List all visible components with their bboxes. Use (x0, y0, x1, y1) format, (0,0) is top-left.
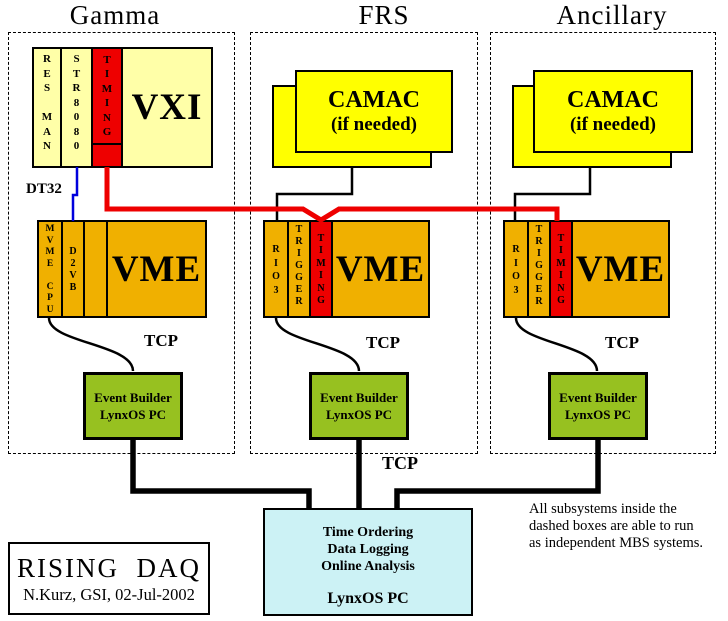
central-os-label: LynxOS PC (327, 590, 409, 607)
ancillary-event-builder-line1: Event Builder (559, 390, 637, 405)
frs-vme-crate-label: VME (335, 248, 426, 290)
gamma-event-builder-line2: LynxOS PC (99, 407, 167, 422)
ancillary-vme-slot-rio3-label: R I O 3 (512, 244, 520, 296)
ancillary-vme-crate: R I O 3 T R I G G E R T I M I N G VME (503, 220, 670, 318)
gamma-vme-slot-d2vb-label: D 2 V B (69, 246, 77, 293)
ancillary-camac-label: CAMAC (567, 87, 659, 113)
ancillary-tcp-label: TCP (605, 333, 639, 352)
frs-vme-crate: R I O 3 T R I G G E R T I M I N G VME (263, 220, 430, 318)
mbs-note-line1: All subsystems inside the (529, 501, 677, 517)
column-title-ancillary: Ancillary (556, 0, 668, 30)
gamma-vme-crate: M V M E C P U D 2 V B VME (37, 220, 207, 318)
central-tcp-label: TCP (382, 453, 418, 473)
dt32-label: DT32 (26, 181, 62, 197)
frs-vme-slot-timing-label: T I M I N G (316, 232, 326, 307)
diagram-author-date: N.Kurz, GSI, 02-Jul-2002 (23, 584, 195, 604)
frs-vme-slot-rio3: R I O 3 (265, 222, 289, 316)
frs-vme-slot-rio3-label: R I O 3 (272, 244, 280, 296)
ancillary-vme-slot-trigger-label: T R I G G E R (535, 224, 543, 307)
gamma-event-builder-line1: Event Builder (94, 390, 172, 405)
vxi-slot-str8080: S T R 8 0 8 0 (62, 49, 93, 166)
frs-vme-slot-timing: T I M I N G (311, 222, 333, 316)
vxi-crate-label: VXI (131, 87, 203, 128)
vxi-slot-timing: T I M I N G (93, 49, 123, 166)
central-task-2: Data Logging (327, 542, 409, 557)
gamma-vxi-crate: R E S M A N S T R 8 0 8 0 T I M I N G VX… (32, 47, 213, 168)
mbs-note: All subsystems inside the dashed boxes a… (529, 501, 719, 552)
vxi-slot-res-man-label: R E S M A N (41, 53, 53, 152)
central-analysis-pc: Time Ordering Data Logging Online Analys… (263, 508, 473, 616)
frs-camac-label: CAMAC (328, 87, 420, 113)
frs-tcp-label: TCP (366, 333, 400, 352)
gamma-event-builder: Event Builder LynxOS PC (83, 372, 183, 440)
title-stamp-box: RISING DAQ N.Kurz, GSI, 02-Jul-2002 (8, 542, 210, 615)
frs-subsystem-box (250, 32, 478, 454)
central-task-3: Online Analysis (321, 559, 415, 574)
diagram-title: RISING DAQ (17, 552, 201, 583)
gamma-subsystem-box (8, 32, 235, 454)
mbs-note-line3: as independent MBS systems. (529, 535, 703, 551)
ancillary-vme-slot-rio3: R I O 3 (505, 222, 529, 316)
vxi-timing-connector-module (93, 143, 121, 166)
column-title-frs: FRS (358, 0, 410, 30)
gamma-tcp-label: TCP (144, 331, 178, 350)
mbs-note-line2: dashed boxes are able to run (529, 518, 694, 534)
gamma-vme-slot-d2vb: D 2 V B (63, 222, 85, 316)
gamma-vme-slot-mvme-cpu: M V M E C P U (39, 222, 63, 316)
frs-event-builder: Event Builder LynxOS PC (309, 372, 409, 440)
vxi-slot-str8080-label: S T R 8 0 8 0 (72, 53, 81, 152)
ancillary-camac-crate: CAMAC (if needed) (533, 70, 693, 153)
ancillary-vme-slot-timing-label: T I M I N G (556, 232, 566, 307)
column-title-gamma: Gamma (69, 0, 161, 30)
vxi-slot-res-man: R E S M A N (34, 49, 62, 166)
central-task-1: Time Ordering (322, 525, 414, 540)
frs-event-builder-line1: Event Builder (320, 390, 398, 405)
frs-camac-crate: CAMAC (if needed) (295, 70, 453, 153)
ancillary-vme-crate-label: VME (575, 248, 666, 290)
ancillary-vme-slot-timing: T I M I N G (551, 222, 573, 316)
frs-vme-slot-trigger-label: T R I G G E R (295, 224, 303, 307)
ancillary-camac-sublabel: (if needed) (569, 114, 656, 135)
ancillary-subsystem-box (490, 32, 716, 454)
gamma-vme-slot-empty (85, 222, 108, 316)
vxi-slot-timing-label: T I M I N G (101, 53, 113, 139)
ancillary-event-builder-line2: LynxOS PC (564, 407, 632, 422)
ancillary-vme-slot-trigger: T R I G G E R (529, 222, 551, 316)
gamma-vme-slot-mvme-cpu-label: M V M E C P U (45, 224, 55, 315)
gamma-vme-crate-label: VME (111, 248, 202, 290)
ancillary-event-builder: Event Builder LynxOS PC (548, 372, 648, 440)
frs-camac-sublabel: (if needed) (330, 114, 417, 135)
frs-vme-slot-trigger: T R I G G E R (289, 222, 311, 316)
frs-event-builder-line2: LynxOS PC (325, 407, 393, 422)
